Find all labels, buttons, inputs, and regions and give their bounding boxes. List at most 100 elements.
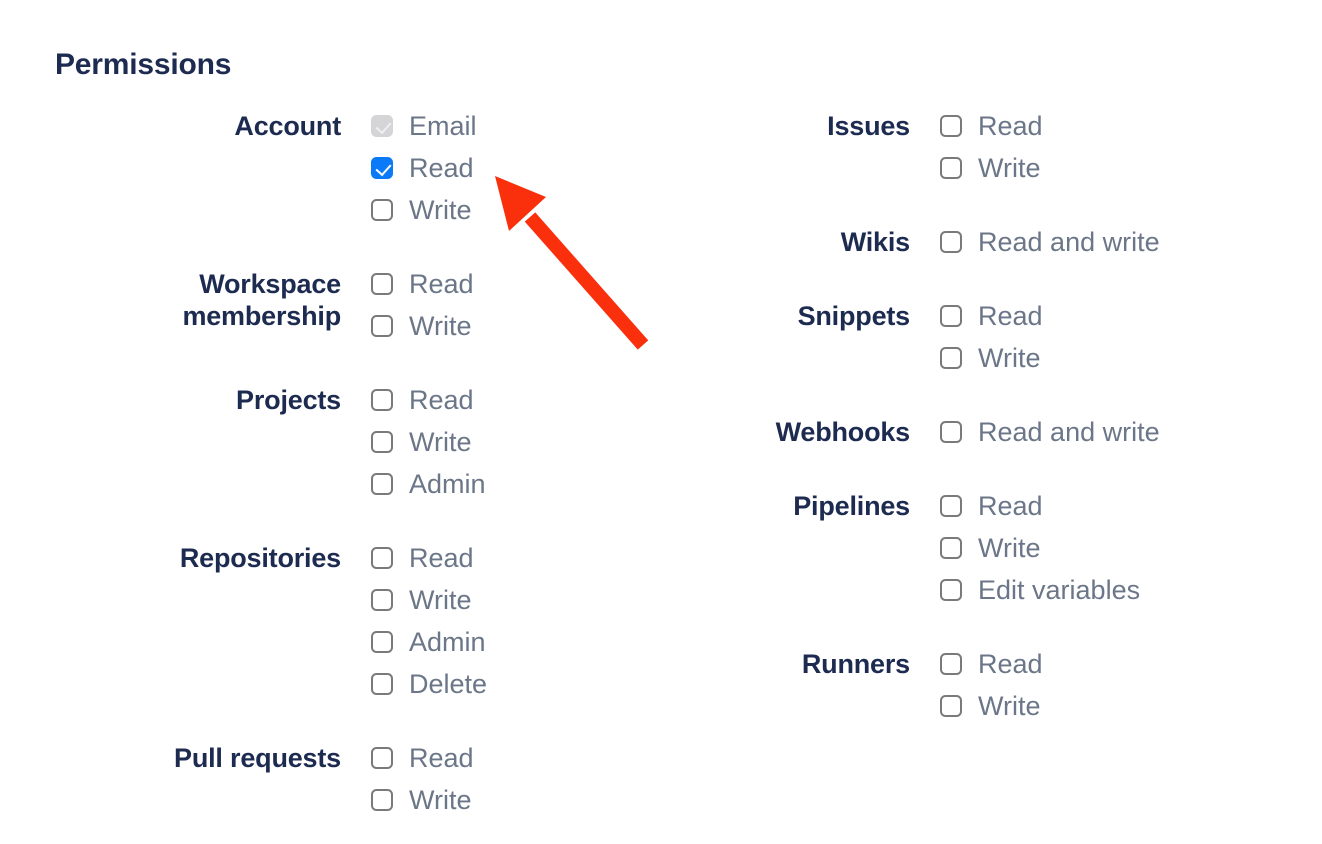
group-label-projects: Projects [236, 385, 341, 415]
option-row: Email [371, 105, 487, 147]
checkbox-label-pipelines-edit-variables[interactable]: Edit variables [978, 574, 1141, 605]
checkbox-webhooks-read-and-write[interactable] [940, 421, 962, 443]
checkbox-account-email [371, 115, 393, 137]
option-row: Read and write [940, 411, 1160, 453]
checkbox-label-workspace-membership-read[interactable]: Read [409, 268, 474, 299]
checkbox-label-pull-requests-read[interactable]: Read [409, 742, 474, 773]
option-row: Write [940, 527, 1160, 569]
group-workspace-membership: Workspace membership Read Write [55, 263, 487, 347]
checkbox-pull-requests-write[interactable] [371, 789, 393, 811]
option-row: Read [371, 263, 487, 305]
checkbox-label-account-read[interactable]: Read [409, 152, 474, 183]
option-row: Read and write [940, 221, 1160, 263]
option-row: Read [940, 643, 1160, 685]
option-row: Edit variables [940, 569, 1160, 611]
checkbox-pipelines-edit-variables[interactable] [940, 579, 962, 601]
checkbox-workspace-membership-read[interactable] [371, 273, 393, 295]
group-repositories: Repositories Read Write Admin Delete [55, 537, 487, 705]
checkbox-label-workspace-membership-write[interactable]: Write [409, 310, 472, 341]
checkmark-icon [375, 159, 392, 176]
option-row: Write [371, 579, 487, 621]
checkbox-pipelines-write[interactable] [940, 537, 962, 559]
option-row: Read [371, 737, 487, 779]
group-runners: Runners Read Write [740, 643, 1160, 727]
checkbox-account-write[interactable] [371, 199, 393, 221]
checkbox-issues-read[interactable] [940, 115, 962, 137]
checkbox-account-read[interactable] [371, 157, 393, 179]
checkbox-label-projects-write[interactable]: Write [409, 426, 472, 457]
checkbox-label-pipelines-read[interactable]: Read [978, 490, 1043, 521]
checkbox-workspace-membership-write[interactable] [371, 315, 393, 337]
checkbox-label-account-write[interactable]: Write [409, 194, 472, 225]
group-label-workspace-membership: Workspace membership [182, 269, 341, 331]
checkbox-label-repositories-admin[interactable]: Admin [409, 626, 486, 657]
option-row: Write [940, 147, 1160, 189]
page-title: Permissions [55, 48, 232, 81]
checkbox-projects-write[interactable] [371, 431, 393, 453]
checkbox-repositories-delete[interactable] [371, 673, 393, 695]
option-row: Read [371, 537, 487, 579]
checkbox-projects-admin[interactable] [371, 473, 393, 495]
option-row: Read [940, 485, 1160, 527]
checkbox-runners-write[interactable] [940, 695, 962, 717]
checkbox-label-snippets-read[interactable]: Read [978, 300, 1043, 331]
checkbox-snippets-write[interactable] [940, 347, 962, 369]
group-label-pipelines: Pipelines [793, 491, 910, 521]
checkbox-pipelines-read[interactable] [940, 495, 962, 517]
checkbox-label-runners-write[interactable]: Write [978, 690, 1041, 721]
group-pull-requests: Pull requests Read Write [55, 737, 487, 821]
checkbox-label-repositories-write[interactable]: Write [409, 584, 472, 615]
option-row: Write [371, 189, 487, 231]
option-row: Read [371, 379, 487, 421]
option-row: Write [371, 305, 487, 347]
group-label-repositories: Repositories [179, 543, 341, 573]
option-row: Read [940, 295, 1160, 337]
checkbox-label-projects-admin[interactable]: Admin [409, 468, 486, 499]
group-label-account: Account [234, 111, 341, 141]
option-row: Delete [371, 663, 487, 705]
checkbox-repositories-admin[interactable] [371, 631, 393, 653]
checkbox-label-wikis-read-and-write[interactable]: Read and write [978, 226, 1160, 257]
checkbox-projects-read[interactable] [371, 389, 393, 411]
option-row: Read [940, 105, 1160, 147]
checkbox-snippets-read[interactable] [940, 305, 962, 327]
group-projects: Projects Read Write Admin [55, 379, 487, 505]
checkbox-pull-requests-read[interactable] [371, 747, 393, 769]
option-row: Write [940, 337, 1160, 379]
red-arrow-annotation-icon [495, 176, 649, 350]
checkbox-label-pull-requests-write[interactable]: Write [409, 784, 472, 815]
option-row: Write [940, 685, 1160, 727]
checkbox-repositories-read[interactable] [371, 547, 393, 569]
checkbox-wikis-read-and-write[interactable] [940, 231, 962, 253]
group-label-issues: Issues [827, 111, 910, 141]
checkbox-label-repositories-delete[interactable]: Delete [409, 668, 488, 699]
checkbox-label-projects-read[interactable]: Read [409, 384, 474, 415]
checkbox-label-issues-read[interactable]: Read [978, 110, 1043, 141]
group-wikis: Wikis Read and write [740, 221, 1160, 263]
checkmark-icon [375, 117, 392, 134]
checkbox-label-issues-write[interactable]: Write [978, 152, 1041, 183]
option-row: Admin [371, 621, 487, 663]
group-pipelines: Pipelines Read Write Edit variables [740, 485, 1160, 611]
checkbox-label-runners-read[interactable]: Read [978, 648, 1043, 679]
checkbox-label-snippets-write[interactable]: Write [978, 342, 1041, 373]
permissions-column-right: Issues Read Write Wikis Read and write [740, 105, 1160, 759]
group-label-pull-requests: Pull requests [174, 743, 341, 773]
checkbox-runners-read[interactable] [940, 653, 962, 675]
group-label-webhooks: Webhooks [775, 417, 911, 447]
option-row: Read [371, 147, 487, 189]
group-label-runners: Runners [801, 649, 910, 679]
option-row: Admin [371, 463, 487, 505]
checkbox-repositories-write[interactable] [371, 589, 393, 611]
permissions-column-left: Account Email Read Write Workspace membe… [55, 105, 487, 844]
group-issues: Issues Read Write [740, 105, 1160, 189]
checkbox-issues-write[interactable] [940, 157, 962, 179]
group-snippets: Snippets Read Write [740, 295, 1160, 379]
checkbox-label-pipelines-write[interactable]: Write [978, 532, 1041, 563]
checkbox-label-webhooks-read-and-write[interactable]: Read and write [978, 416, 1160, 447]
checkbox-label-repositories-read[interactable]: Read [409, 542, 474, 573]
group-account: Account Email Read Write [55, 105, 487, 231]
group-label-wikis: Wikis [840, 227, 910, 257]
option-row: Write [371, 421, 487, 463]
